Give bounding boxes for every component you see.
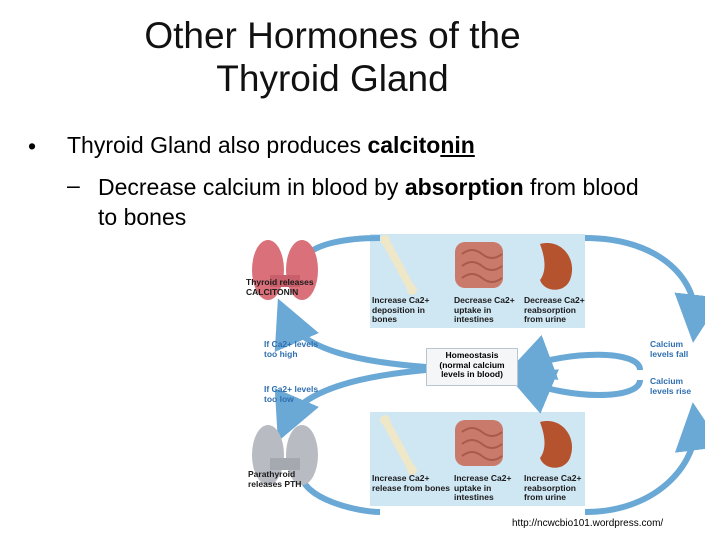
bullet-calcitonin: Thyroid Gland also produces calcitonin — [67, 130, 475, 160]
top-label-bones: Increase Ca2+ deposition in bones — [372, 295, 430, 324]
intestine-icon-top — [455, 242, 503, 288]
thyroid-label: Thyroid releases CALCITONIN — [246, 277, 314, 297]
arrow-bottom-right — [584, 402, 705, 515]
bottom-label-bones: Increase Ca2+ release from bones — [372, 473, 450, 493]
slide-title: Other Hormones of the Thyroid Gland — [144, 15, 521, 99]
bottom-label-intestines: Increase Ca2+ uptake in intestines — [454, 473, 512, 502]
top-label-intestines: Decrease Ca2+ uptake in intestines — [454, 295, 515, 324]
bullet-dot: • — [28, 133, 37, 159]
sub-bullet-dash: – — [67, 172, 80, 198]
kidney-icon-bottom — [540, 420, 573, 468]
levels-fall-label: Calcium levels fall — [650, 339, 689, 359]
arrow-if-high — [274, 298, 427, 370]
bullet1-keyword-underlined: nin — [440, 132, 475, 158]
arrow-levels-rise — [505, 369, 643, 414]
parathyroid-gland-icon — [252, 425, 318, 485]
bullet1-text: Thyroid Gland also produces — [67, 132, 368, 158]
source-url: http://ncwcbio101.wordpress.com/ — [512, 518, 664, 529]
arrow-top-right — [584, 235, 705, 343]
bone-icon-top — [380, 235, 417, 295]
if-too-low-label: If Ca2+ levels too low — [264, 384, 319, 404]
arrow-if-low — [274, 367, 427, 442]
bullet2-text-end: from blood to bones — [98, 174, 639, 230]
homeostasis-text: Homeostasis (normal calcium levels in bl… — [439, 350, 505, 379]
intestine-icon-bottom — [455, 420, 503, 466]
levels-rise-label: Calcium levels rise — [650, 376, 692, 396]
bullet2-text: Decrease calcium in blood by — [98, 174, 405, 200]
diagram-graphics — [252, 234, 705, 515]
homeostasis-box: Homeostasis (normal calcium levels in bl… — [426, 348, 518, 386]
thyroid-gland-icon — [252, 240, 318, 300]
sub-bullet-absorption: Decrease calcium in blood by absorption … — [98, 172, 658, 232]
calcium-homeostasis-diagram: Thyroid releases CALCITONIN Parathyroid … — [240, 230, 705, 520]
bullet2-keyword: absorption — [404, 174, 524, 200]
if-too-high-label: If Ca2+ levels too high — [264, 339, 319, 359]
bottom-label-urine: Increase Ca2+ reabsorption from urine — [524, 473, 582, 502]
bone-icon-bottom — [380, 415, 417, 475]
kidney-icon-top — [540, 242, 573, 290]
top-label-urine: Decrease Ca2+ reabsorption from urine — [524, 295, 585, 324]
bullet1-keyword: calcito — [367, 132, 441, 158]
parathyroid-label: Parathyroid releases PTH — [248, 469, 302, 489]
arrow-levels-fall — [505, 335, 643, 380]
